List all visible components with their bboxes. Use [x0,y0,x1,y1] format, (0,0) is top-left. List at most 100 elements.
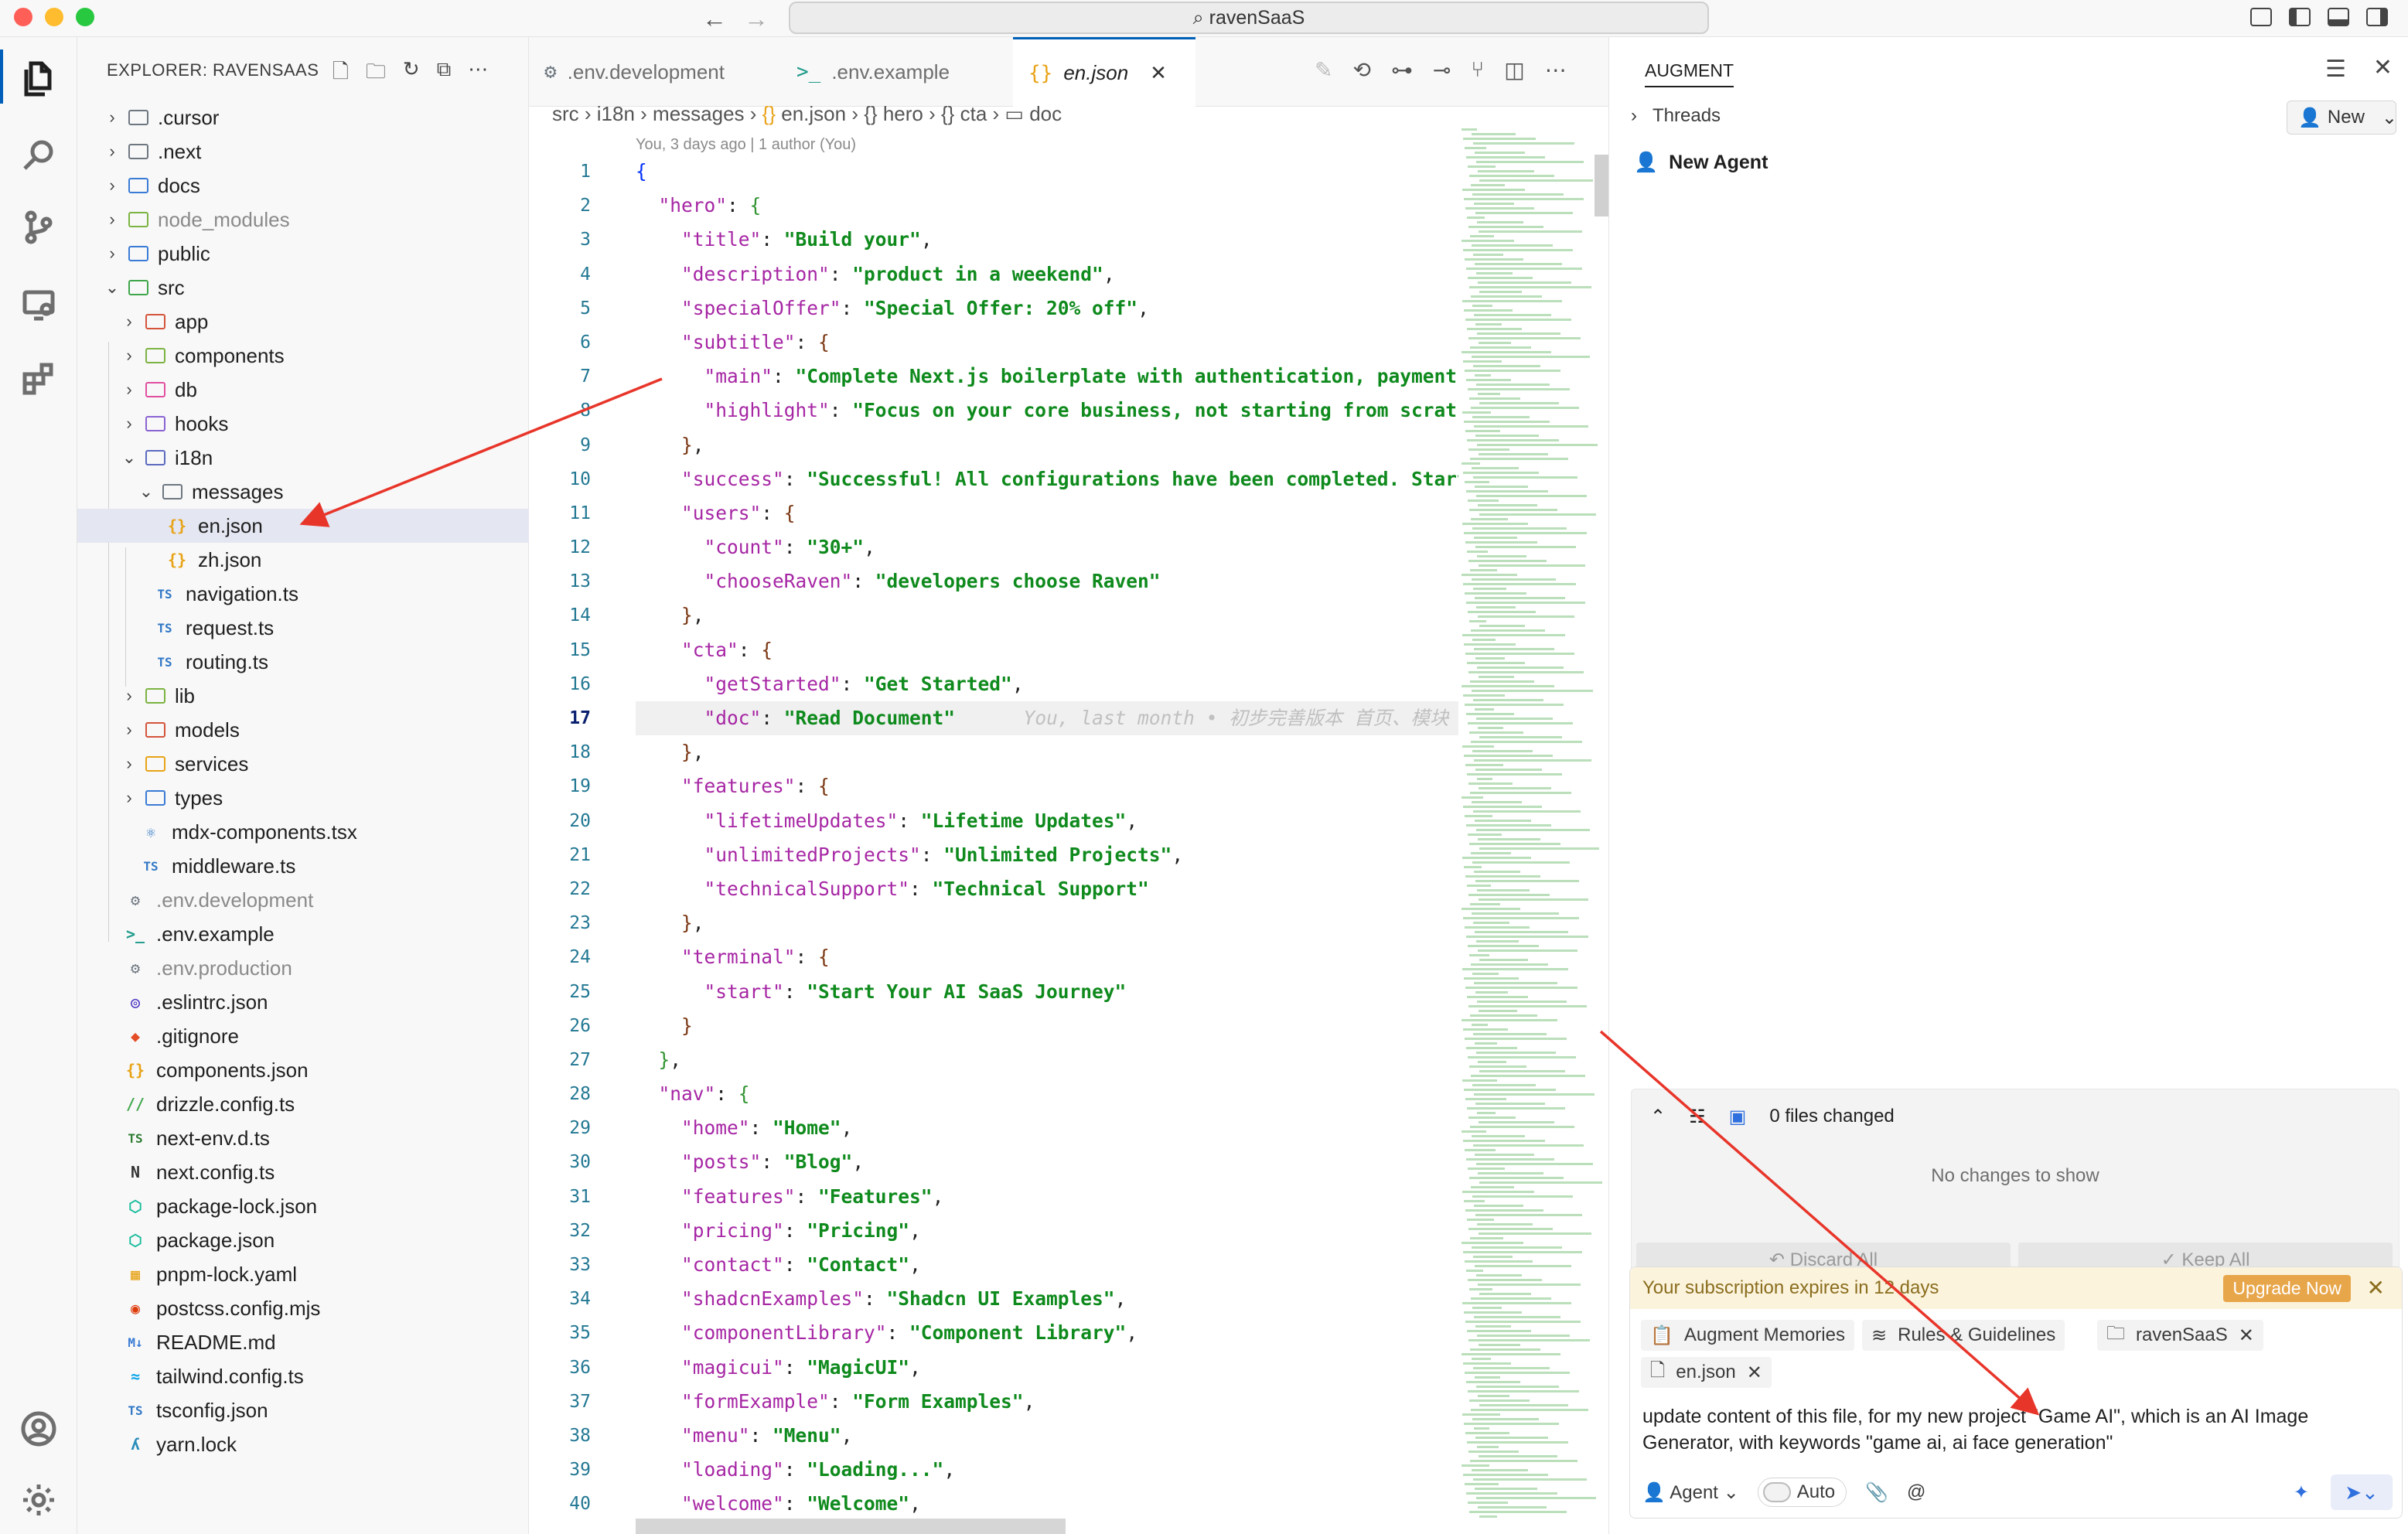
mention-icon[interactable]: @ [1907,1481,1926,1502]
search-view-icon[interactable] [19,135,59,175]
tree-file-zh-json[interactable]: {}zh.json [167,547,262,571]
tree-file-drizzle-config[interactable]: //drizzle.config.ts [125,1092,295,1116]
more-actions-icon[interactable]: ⋯ [468,57,489,80]
toggle-primary-sidebar-icon[interactable] [2289,8,2311,26]
tree-folder-docs[interactable]: ›docs [77,169,529,203]
context-chip-file[interactable]: 🗋en.json✕ [1641,1357,1772,1388]
horizontal-scrollbar[interactable] [636,1519,1066,1534]
remote-explorer-icon[interactable] [19,285,59,325]
tree-file-gitignore[interactable]: ◆.gitignore [77,1019,529,1053]
customize-layout-icon[interactable] [2250,8,2272,26]
git-next-icon[interactable]: ⊸ [1432,58,1451,82]
tree-folder-db[interactable]: ›db [77,373,529,407]
tree-file-env-production[interactable]: ⚙.env.production [77,951,529,985]
tree-folder-messages[interactable]: ⌄messages [138,479,284,503]
enhance-prompt-icon[interactable]: ✦ [2293,1481,2309,1503]
tree-folder-services[interactable]: ›services [77,747,529,781]
tree-folder-cursor[interactable]: ›.cursor [77,101,529,135]
tree-file-pnpm-lock[interactable]: ▦pnpm-lock.yaml [77,1257,529,1291]
auto-toggle[interactable]: Auto [1757,1478,1847,1507]
agent-mode-dropdown[interactable]: 👤 Agent ⌄ [1642,1481,1739,1503]
settings-gear-icon[interactable] [19,1480,59,1520]
breadcrumb-messages[interactable]: messages [653,102,745,125]
git-graph-icon[interactable]: ⑂ [1471,57,1485,81]
augment-title[interactable]: AUGMENT [1645,60,1734,87]
tab-env-example[interactable]: >_.env.example [796,60,950,84]
tree-file-postcss-config[interactable]: ◉postcss.config.mjs [77,1291,529,1325]
new-thread-button[interactable]: 👤New⌄ [2287,101,2397,135]
breadcrumb-hero[interactable]: hero [882,102,923,125]
collapse-all-icon[interactable]: ⧉ [436,57,452,80]
remove-chip-icon[interactable]: ✕ [2238,1324,2254,1346]
threads-toggle[interactable]: ›Threads [1631,105,1721,126]
refresh-icon[interactable]: ↻ [402,57,420,80]
attach-icon[interactable]: 📎 [1865,1481,1888,1503]
tree-folder-next[interactable]: ›.next [77,135,529,169]
accounts-icon[interactable] [19,1409,59,1449]
source-control-icon[interactable] [19,207,59,247]
tree-folder-app[interactable]: ›app [77,305,529,339]
thread-item[interactable]: 👤New Agent [1634,152,1768,173]
more-actions-icon[interactable]: ⋯ [1544,58,1567,82]
tree-file-readme[interactable]: M↓README.md [77,1325,529,1359]
tree-folder-node-modules[interactable]: ›node_modules [77,203,529,237]
collapse-icon[interactable]: ⌃ [1650,1106,1666,1127]
tree-folder-src[interactable]: ⌄src [104,275,185,299]
back-arrow-icon[interactable]: ← [702,5,727,32]
tree-file-env-development[interactable]: ⚙.env.development [77,883,529,917]
minimize-window-button[interactable] [45,8,63,26]
tree-folder-lib[interactable]: ›lib [77,679,529,713]
tree-folder-types[interactable]: ›types [77,781,529,815]
send-button[interactable]: ➤ ⌄ [2331,1474,2393,1510]
toggle-panel-icon[interactable] [2328,8,2349,26]
toggle-secondary-sidebar-icon[interactable] [2366,8,2388,26]
breadcrumb-cta[interactable]: cta [960,102,987,125]
tree-file-package-json[interactable]: ⬡package.json [77,1223,529,1257]
tree-file-components-json[interactable]: {}components.json [125,1058,309,1082]
tree-file-env-example[interactable]: >_.env.example [125,922,275,946]
tree-folder-models[interactable]: ›models [77,713,529,747]
extensions-icon[interactable] [19,359,59,399]
tree-file-en-json[interactable]: {}en.json [77,509,529,543]
remove-chip-icon[interactable]: ✕ [1746,1362,1762,1383]
codelens-blame[interactable]: You, 3 days ago | 1 author (You) [636,136,857,153]
forward-arrow-icon[interactable]: → [744,5,769,32]
tree-file-tailwind-config[interactable]: ≈tailwind.config.ts [77,1359,529,1393]
new-file-icon[interactable]: 🗋 [333,60,349,83]
new-folder-icon[interactable]: 🗀 [365,60,386,83]
tab-en-json[interactable]: {}en.json✕ [1013,37,1195,107]
split-editor-icon[interactable]: ◫ [1504,58,1525,82]
breadcrumb-file[interactable]: en.json [781,102,847,125]
tab-env-development[interactable]: ⚙.env.development [544,60,725,84]
minimap[interactable] [1458,128,1602,1534]
git-compare-icon[interactable]: ⟲ [1352,58,1371,82]
maximize-window-button[interactable] [76,8,94,26]
breadcrumb-src[interactable]: src [552,102,579,125]
tree-folder-public[interactable]: ›public [77,237,529,271]
context-chip-workspace[interactable]: 🗀ravenSaaS✕ [2097,1320,2263,1351]
upgrade-now-button[interactable]: Upgrade Now [2223,1275,2351,1302]
breadcrumb-i18n[interactable]: i18n [596,102,635,125]
tree-folder-components[interactable]: ›components [77,339,529,373]
close-icon[interactable]: ✕ [2372,55,2393,80]
tree-file-eslintrc[interactable]: ◎.eslintrc.json [77,985,529,1019]
list-view-icon[interactable]: ☷ [1689,1106,1706,1127]
dismiss-banner-icon[interactable]: ✕ [2366,1276,2385,1300]
tree-file-mdx-components[interactable]: ⚛mdx-components.tsx [77,815,529,849]
file-view-icon[interactable]: ▣ [1728,1106,1747,1127]
breadcrumb-doc[interactable]: doc [1029,102,1062,125]
prompt-input[interactable]: update content of this file, for my new … [1642,1406,2309,1454]
pencil-icon[interactable]: ✎ [1315,58,1333,82]
tree-folder-hooks[interactable]: ›hooks [77,407,529,441]
menu-icon[interactable]: ☰ [2325,56,2346,82]
tree-file-package-lock[interactable]: ⬡package-lock.json [77,1189,529,1223]
git-commit-icon[interactable]: ⊶ [1390,58,1413,82]
